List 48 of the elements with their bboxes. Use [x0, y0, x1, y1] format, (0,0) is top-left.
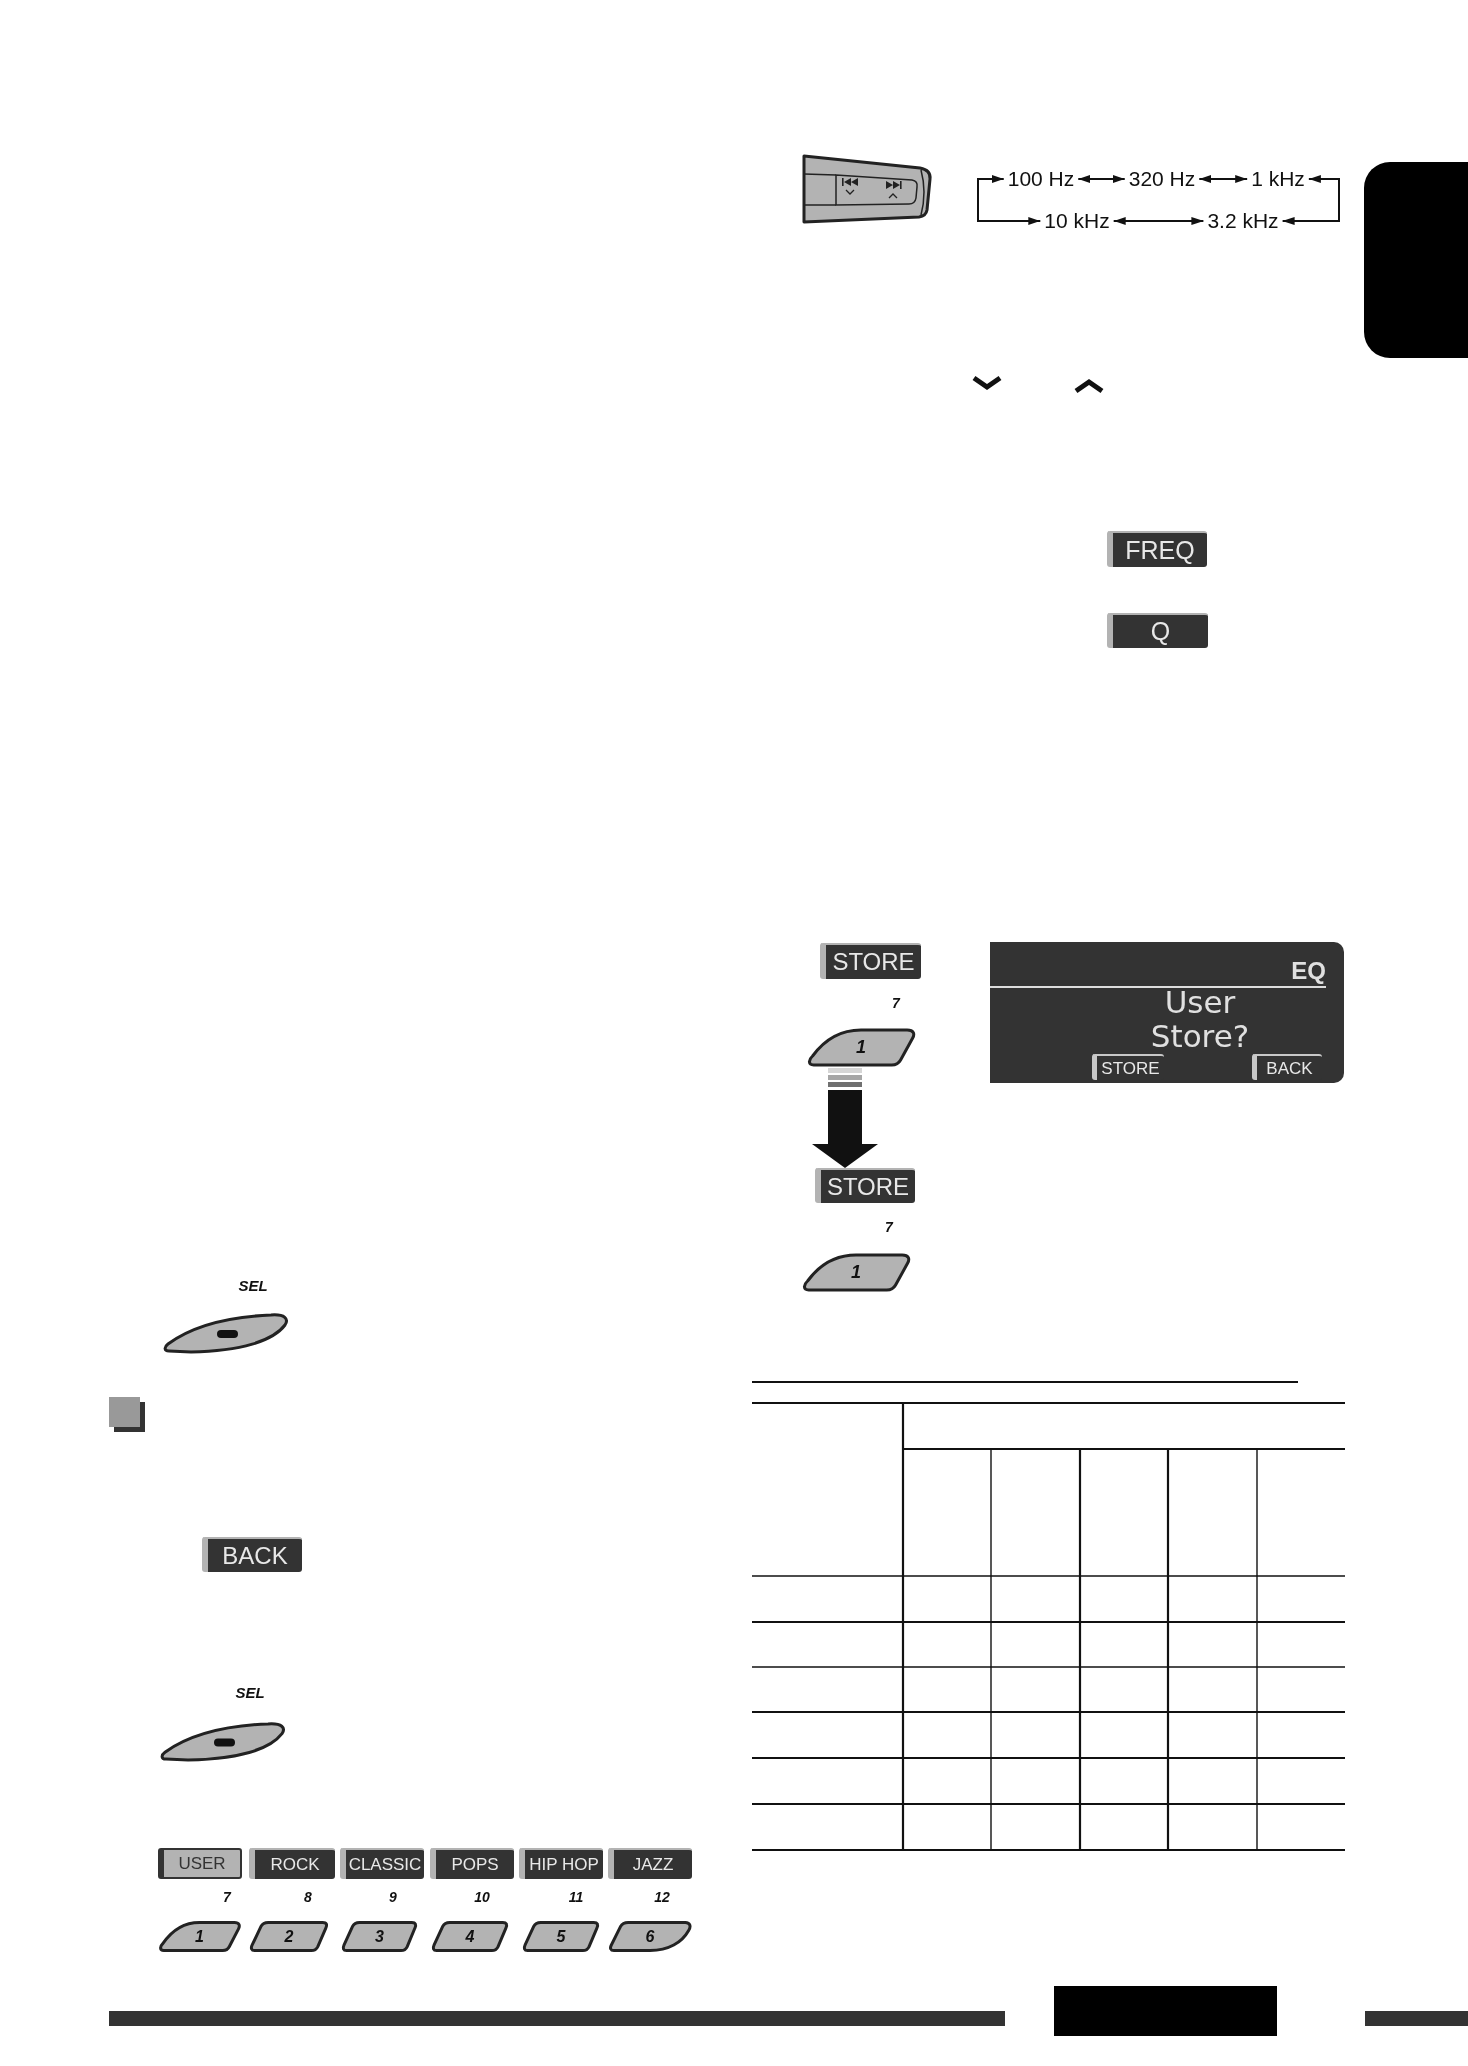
- number-label: 11: [568, 1890, 584, 1906]
- number-label: 9: [389, 1890, 397, 1906]
- number-label: 12: [654, 1890, 670, 1906]
- arrow: [1077, 175, 1126, 183]
- key-tag: CLASSIC: [340, 1848, 424, 1879]
- key-tag: JAZZ: [608, 1848, 692, 1879]
- frequency-label: 1 kHz: [1247, 167, 1309, 191]
- key-tag: BACK: [202, 1537, 302, 1572]
- button-caption: SEL: [235, 1684, 265, 1702]
- number-label: 8: [304, 1890, 312, 1906]
- softkey-tag: BACK: [1252, 1054, 1322, 1080]
- key-tag: ROCK: [249, 1848, 335, 1879]
- preset-button: 4: [431, 1920, 509, 1953]
- number-label: 10: [474, 1890, 490, 1906]
- preset-button: 3: [341, 1920, 418, 1953]
- preset-button: 1: [806, 1027, 916, 1068]
- key-tag: STORE: [820, 943, 921, 979]
- display-heading: EQ: [1291, 959, 1326, 983]
- preset-button: 2: [249, 1920, 329, 1953]
- display-message: User Store?: [1149, 985, 1251, 1053]
- softkey-tag: STORE: [1092, 1054, 1164, 1080]
- preset-button: 1: [801, 1252, 911, 1293]
- key-tag: POPS: [430, 1848, 514, 1879]
- frequency-label: 10 kHz: [1040, 209, 1114, 233]
- frequency-label: 3.2 kHz: [1203, 209, 1283, 233]
- block-arrow: [812, 1068, 878, 1168]
- key-tag: USER: [158, 1848, 242, 1879]
- arrow: [1198, 175, 1249, 183]
- number-label: 7: [892, 996, 900, 1012]
- key-tag: Q: [1107, 613, 1208, 648]
- select-button: [158, 1720, 288, 1763]
- number-label: 7: [885, 1220, 893, 1236]
- lcd-display: [990, 942, 1344, 1083]
- arrow: [1281, 175, 1340, 225]
- key-tag: HIP HOP: [519, 1848, 603, 1879]
- frequency-label: 100 Hz: [1003, 167, 1079, 191]
- key-tag: FREQ: [1107, 531, 1207, 567]
- button-caption: SEL: [238, 1277, 268, 1295]
- arrow: [1112, 217, 1205, 225]
- preset-button: 5: [522, 1920, 600, 1953]
- number-label: 7: [223, 1890, 231, 1906]
- arrow: [977, 175, 1042, 225]
- key-tag: STORE: [815, 1168, 915, 1203]
- preset-button: 6: [608, 1920, 692, 1953]
- select-button: [161, 1311, 291, 1355]
- frequency-label: 320 Hz: [1124, 167, 1200, 191]
- preset-button: 1: [158, 1920, 241, 1953]
- side-tab: [1364, 162, 1468, 358]
